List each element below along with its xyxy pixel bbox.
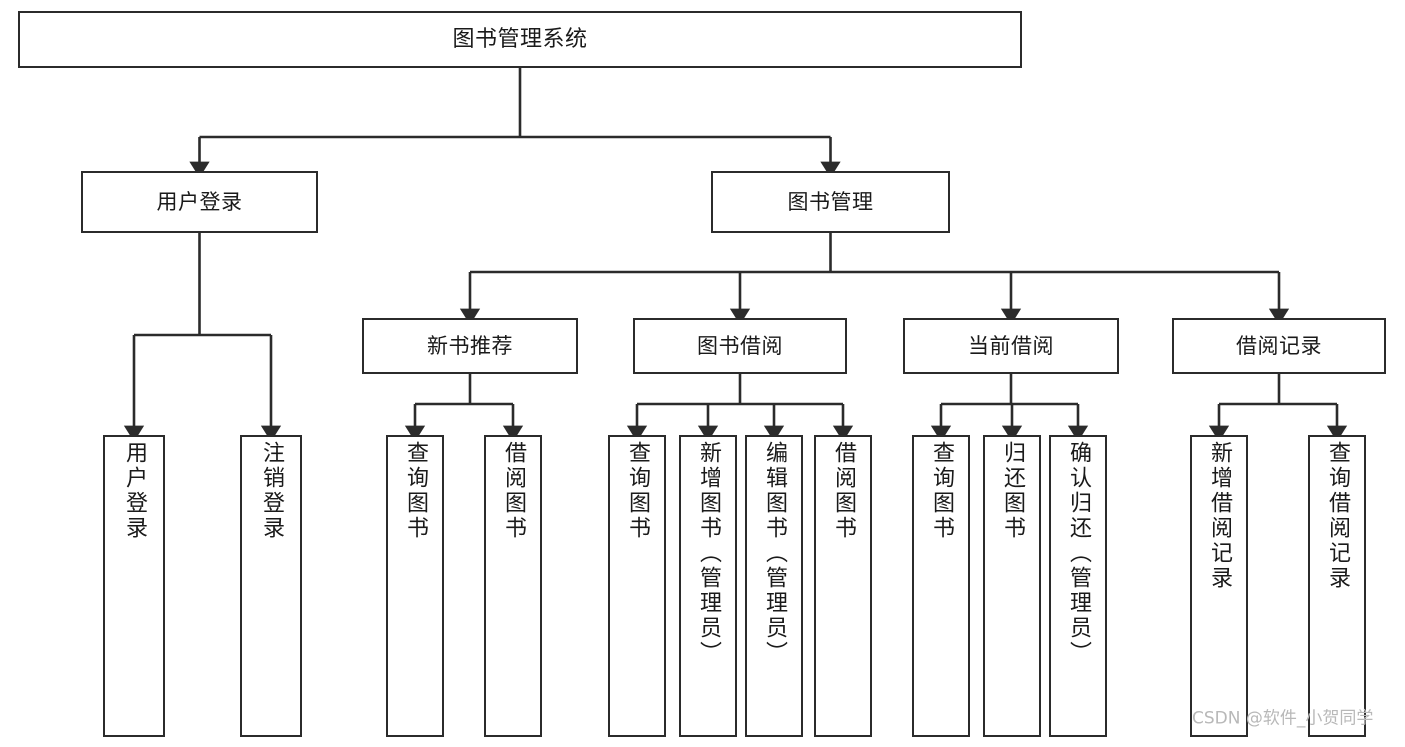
node-label: 用户登录 (122, 441, 147, 541)
node-leaf_06[interactable]: 新增图书（管理员） (679, 435, 737, 737)
node-label: 查询图书 (625, 441, 650, 541)
node-root[interactable]: 图书管理系统 (18, 11, 1022, 68)
node-label: 新书推荐 (427, 333, 513, 358)
node-label: 图书管理 (787, 189, 874, 214)
node-label: 借阅记录 (1236, 333, 1322, 358)
node-leaf_04[interactable]: 借阅图书 (484, 435, 542, 737)
node-leaf_10[interactable]: 归还图书 (983, 435, 1041, 737)
node-label: 编辑图书（管理员） (762, 441, 787, 666)
node-leaf_01[interactable]: 用户登录 (103, 435, 165, 737)
node-label: 图书借阅 (697, 333, 783, 358)
node-label: 新增借阅记录 (1207, 441, 1232, 591)
node-l3_b[interactable]: 图书借阅 (633, 318, 847, 374)
node-label: 用户登录 (156, 189, 243, 214)
node-label: 查询图书 (929, 441, 954, 541)
node-leaf_08[interactable]: 借阅图书 (814, 435, 872, 737)
node-l3_c[interactable]: 当前借阅 (903, 318, 1119, 374)
node-l2_b[interactable]: 图书管理 (711, 171, 950, 233)
node-leaf_11[interactable]: 确认归还（管理员） (1049, 435, 1107, 737)
node-label: 查询图书 (403, 441, 428, 541)
node-label: 查询借阅记录 (1325, 441, 1350, 591)
node-label: 当前借阅 (968, 333, 1054, 358)
node-leaf_05[interactable]: 查询图书 (608, 435, 666, 737)
node-l2_a[interactable]: 用户登录 (81, 171, 318, 233)
node-label: 确认归还（管理员） (1066, 441, 1091, 666)
node-leaf_13[interactable]: 查询借阅记录 (1308, 435, 1366, 737)
node-l3_d[interactable]: 借阅记录 (1172, 318, 1386, 374)
node-leaf_12[interactable]: 新增借阅记录 (1190, 435, 1248, 737)
node-l3_a[interactable]: 新书推荐 (362, 318, 578, 374)
node-label: 借阅图书 (501, 441, 526, 541)
node-leaf_03[interactable]: 查询图书 (386, 435, 444, 737)
node-leaf_09[interactable]: 查询图书 (912, 435, 970, 737)
node-leaf_07[interactable]: 编辑图书（管理员） (745, 435, 803, 737)
node-label: 借阅图书 (831, 441, 856, 541)
node-label: 注销登录 (259, 441, 284, 541)
node-leaf_02[interactable]: 注销登录 (240, 435, 302, 737)
node-label: 图书管理系统 (452, 26, 588, 52)
node-label: 归还图书 (1000, 441, 1025, 541)
node-label: 新增图书（管理员） (696, 441, 721, 666)
